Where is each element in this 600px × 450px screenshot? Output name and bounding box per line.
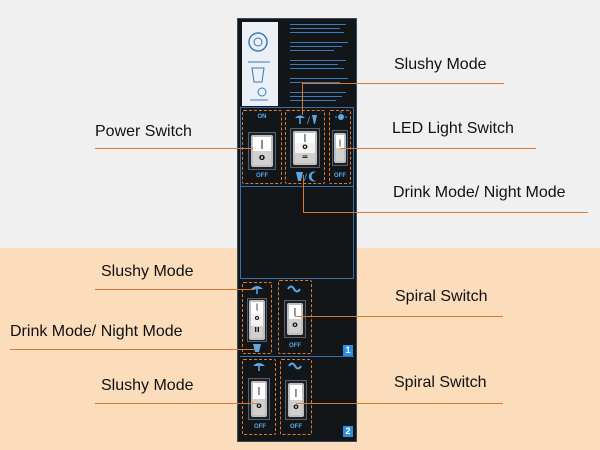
off-label: OFF (334, 173, 346, 179)
section-divider (240, 278, 354, 279)
off-label: OFF (289, 343, 301, 349)
label-spiral-switch-bot: Spiral Switch (394, 374, 487, 391)
label-power-switch: Power Switch (95, 123, 192, 140)
callout-line-spiral-mid (295, 316, 503, 317)
label-drink-night-mode-top: Drink Mode/ Night Mode (393, 184, 566, 201)
power-switch[interactable]: | o (251, 135, 273, 167)
on-mark-icon: | (338, 139, 342, 147)
zero-mark-icon: o (254, 314, 260, 322)
section-divider (240, 107, 354, 108)
led-switch-group (329, 110, 351, 184)
drink-slushy-switch-group (285, 110, 325, 184)
two-mark-icon: II (254, 326, 260, 334)
callout-line-led (340, 148, 536, 149)
unit-badge-2: 2 (343, 426, 353, 437)
label-spiral-switch-mid: Spiral Switch (395, 288, 488, 305)
callout-line-slushy-top (302, 83, 504, 84)
slushy-drink-switch-group-1 (242, 282, 272, 354)
callout-line-drink-night-top (303, 212, 588, 213)
callout-line-slushy-top (302, 83, 303, 115)
off-mark-icon: o (293, 402, 299, 411)
drink-cup-icon (253, 344, 261, 352)
section-border (240, 107, 241, 279)
svg-text:/: / (307, 116, 311, 125)
callout-line-drink-night-top (303, 175, 304, 213)
power-switch-group (242, 110, 282, 184)
off-label: OFF (254, 424, 266, 430)
slushy-switch-group-2 (242, 359, 276, 435)
spiral-switch-group-2 (280, 359, 312, 435)
off-label: OFF (290, 424, 302, 430)
slushy-switch-2[interactable]: | o (251, 381, 267, 417)
unit-badge-1: 1 (343, 345, 353, 356)
spiral-switch-1[interactable]: | o (287, 303, 303, 335)
off-label: OFF (256, 173, 268, 179)
on-mark-icon: | (257, 386, 261, 395)
callout-line-spiral-bot (296, 403, 503, 404)
callout-line-slushy-bot (95, 403, 259, 404)
label-slushy-mode-top: Slushy Mode (394, 56, 487, 73)
slushy-drink-icon: / (295, 115, 317, 125)
callout-line-power (95, 148, 253, 149)
off-mark-icon: o (292, 320, 298, 329)
machine-diagram-icon (242, 22, 278, 106)
callout-line-drink-night-mid (10, 349, 257, 350)
on-mark-icon: | (260, 140, 264, 150)
label-slushy-mode-mid: Slushy Mode (101, 263, 194, 280)
on-mark-icon: | (294, 388, 298, 397)
svg-text:/: / (304, 173, 308, 182)
led-light-icon (335, 111, 347, 120)
zero-mark-icon: o (302, 142, 308, 151)
label-slushy-mode-bot: Slushy Mode (101, 377, 194, 394)
instruction-text-block (290, 24, 350, 104)
section-border (353, 107, 354, 279)
off-mark-icon: o (258, 153, 266, 163)
one-mark-icon: | (303, 133, 307, 142)
one-mark-icon: | (255, 303, 259, 311)
slushy-mode-icon (253, 363, 265, 371)
spiral-switch-2[interactable]: | o (288, 383, 304, 417)
on-label: ON (257, 114, 267, 120)
spiral-icon (288, 362, 302, 370)
drink-slushy-mode-switch[interactable]: | o = (293, 131, 317, 165)
off-mark-icon: o (256, 401, 262, 410)
two-mark-icon: = (301, 152, 309, 161)
instruction-illustration (242, 22, 278, 106)
callout-line-slushy-mid (95, 289, 255, 290)
drink-night-icon: / (296, 171, 316, 182)
label-drink-night-mode-mid: Drink Mode/ Night Mode (10, 323, 183, 340)
spiral-icon (287, 285, 301, 293)
section-divider (240, 186, 354, 187)
on-mark-icon: | (293, 307, 297, 316)
label-led-light-switch: LED Light Switch (392, 120, 514, 137)
slushy-drink-mode-switch-1[interactable]: | o II (249, 300, 265, 340)
section-divider (240, 356, 354, 357)
spiral-switch-group-1 (278, 280, 312, 354)
slushy-mode-icon (251, 286, 263, 294)
